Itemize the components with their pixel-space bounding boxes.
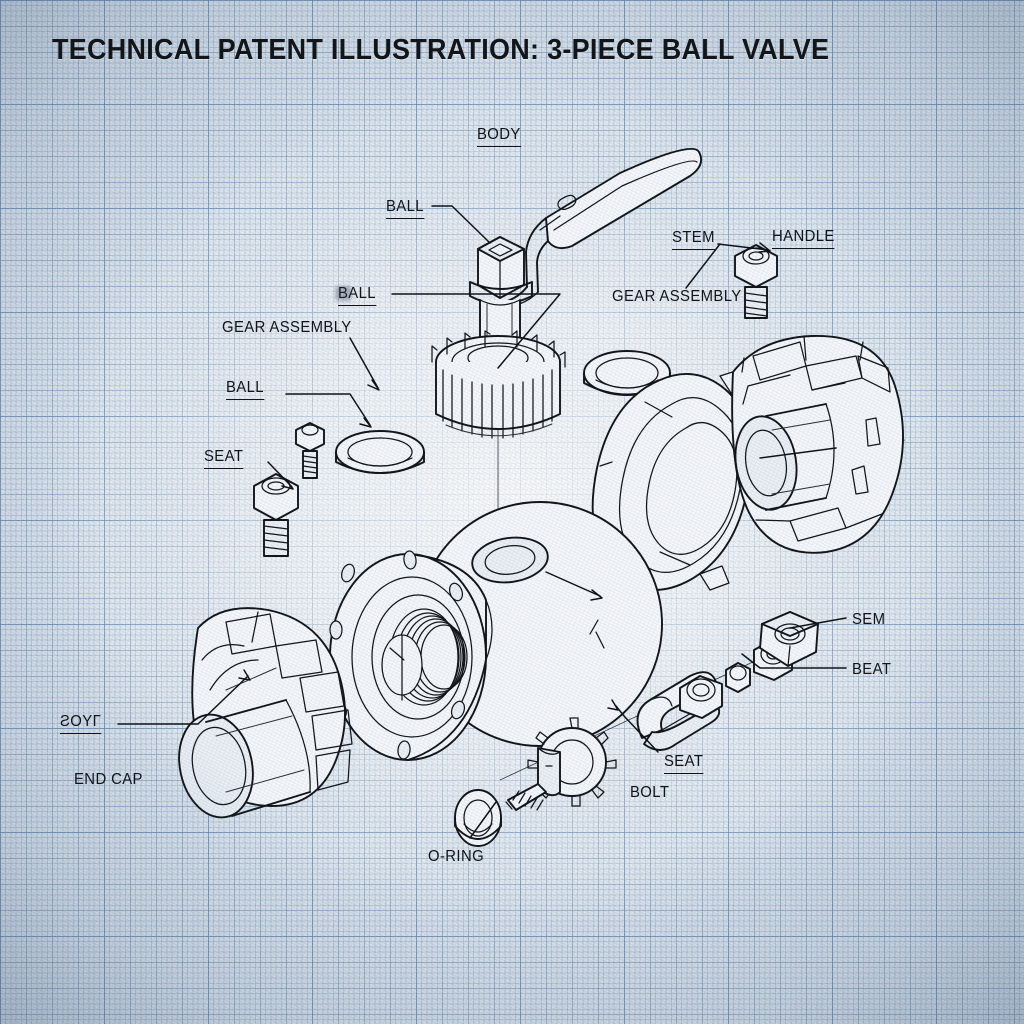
seat-ring-right-part	[583, 350, 671, 396]
callout-bolt-garbled: ƧOYΓ	[60, 713, 102, 734]
callout-o-ring: O-RING	[428, 848, 485, 865]
hex-bolt-right-part	[734, 244, 778, 319]
body-flange-part	[329, 550, 493, 761]
callout-bolt: BOLT	[630, 784, 670, 801]
callout-gear-assembly-left: GEAR ASSEMBLY	[222, 319, 352, 336]
callout-gear-assembly-right: GEAR ASSEMBLY	[612, 288, 742, 305]
callout-body: BODY	[477, 126, 521, 147]
callout-ball-left: BALL	[226, 379, 264, 400]
left-end-cap-part	[178, 607, 353, 819]
callout-beat: BEAT	[852, 661, 892, 678]
hex-bolt-upper-part	[295, 422, 325, 479]
right-end-cap-part	[731, 335, 904, 554]
handle-lever-part	[488, 147, 703, 307]
callout-ball-top: BALL	[386, 198, 424, 219]
seat-ring-midleft-part	[335, 430, 425, 474]
callout-handle: HANDLE	[772, 228, 835, 249]
hex-bolt-left-part	[253, 473, 299, 557]
o-ring-part	[454, 789, 502, 847]
callout-end-cap: END CAP	[74, 771, 143, 788]
callout-seat-right: SEAT	[664, 753, 704, 774]
grub-screw-part	[505, 783, 547, 811]
small-drive-gear-part	[527, 717, 617, 807]
leader-lines	[117, 205, 847, 839]
callout-seat-left: SEAT	[204, 448, 244, 469]
callout-ball-smudged: BALL	[338, 285, 376, 306]
callout-stem: STEM	[672, 229, 715, 250]
callout-sem: SEM	[852, 611, 886, 628]
gear-assembly-part	[431, 330, 566, 439]
page-title: TECHNICAL PATENT ILLUSTRATION: 3-PIECE B…	[52, 34, 830, 66]
